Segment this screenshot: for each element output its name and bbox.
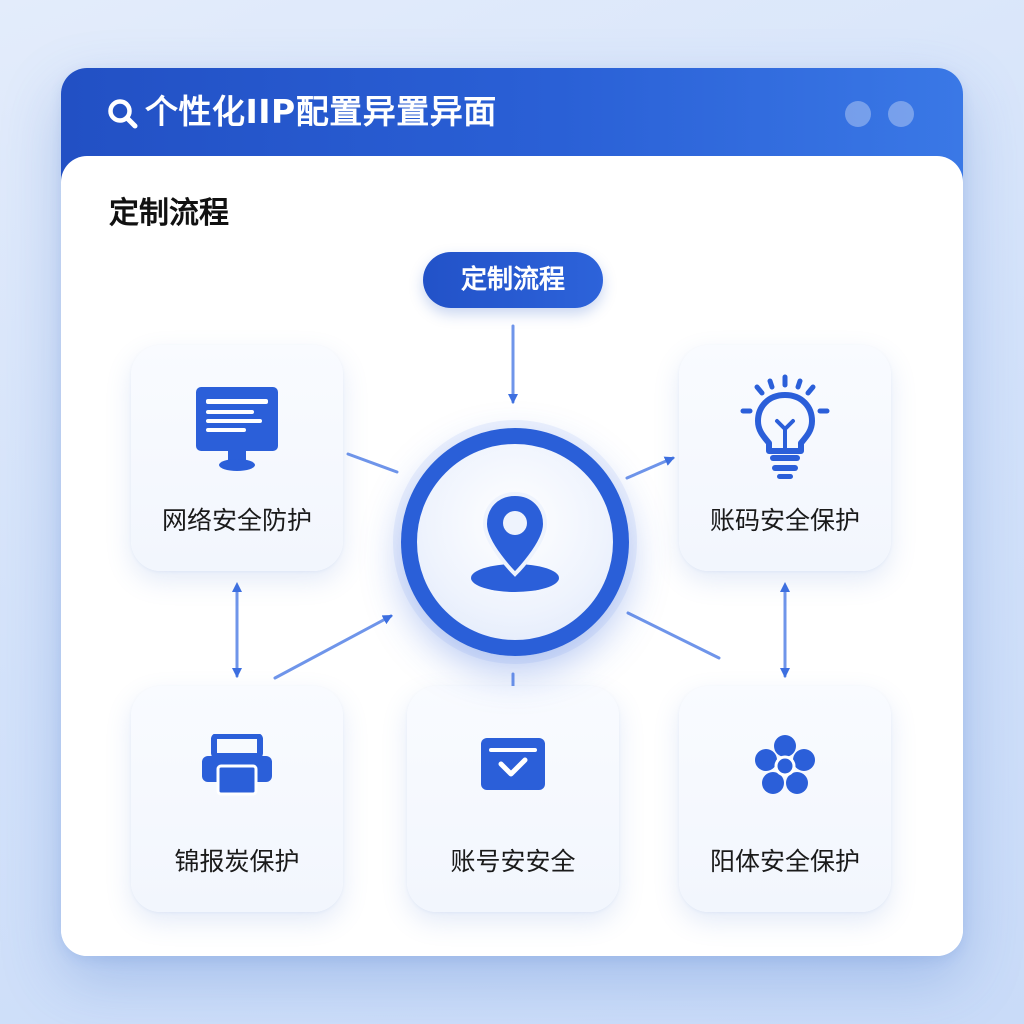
window-control-dot[interactable] xyxy=(845,101,871,127)
node-card-account-code-security[interactable]: 账码安全保护 xyxy=(679,345,891,571)
location-pin-icon xyxy=(471,491,559,592)
hub-node[interactable] xyxy=(401,428,629,656)
node-label: 账码安全保护 xyxy=(709,506,860,535)
node-card-report-protection[interactable]: 锦报炭保护 xyxy=(131,686,343,912)
section-heading: 定制流程 xyxy=(109,196,229,231)
start-pill[interactable]: 定制流程 xyxy=(423,252,603,308)
flower-icon xyxy=(755,735,815,794)
connector-left-top xyxy=(346,452,399,474)
inbox-check-icon xyxy=(481,738,545,790)
printer-icon xyxy=(202,734,272,796)
lightbulb-icon xyxy=(740,374,830,479)
arrow-hub-to-right-top xyxy=(625,456,675,480)
window-title: 个性化IIP配置异置异面 xyxy=(145,92,497,131)
app-window: 个性化IIP配置异置异面 定制流程 定制流程 xyxy=(61,68,963,956)
arrow-left-bottom-to-hub xyxy=(273,614,393,680)
search-icon[interactable] xyxy=(107,98,139,130)
node-card-account-security[interactable]: 账号安安全 xyxy=(407,686,619,912)
node-label: 网络安全防护 xyxy=(161,506,312,535)
node-label: 账号安安全 xyxy=(450,847,576,876)
node-card-network-security[interactable]: 网络安全防护 xyxy=(131,345,343,571)
window-control-dot[interactable] xyxy=(888,101,914,127)
connector-right-bottom xyxy=(626,611,721,660)
node-card-body-security[interactable]: 阳体安全保护 xyxy=(679,686,891,912)
node-label: 阳体安全保护 xyxy=(709,847,860,876)
monitor-icon xyxy=(196,387,278,471)
node-label: 锦报炭保护 xyxy=(174,847,300,876)
